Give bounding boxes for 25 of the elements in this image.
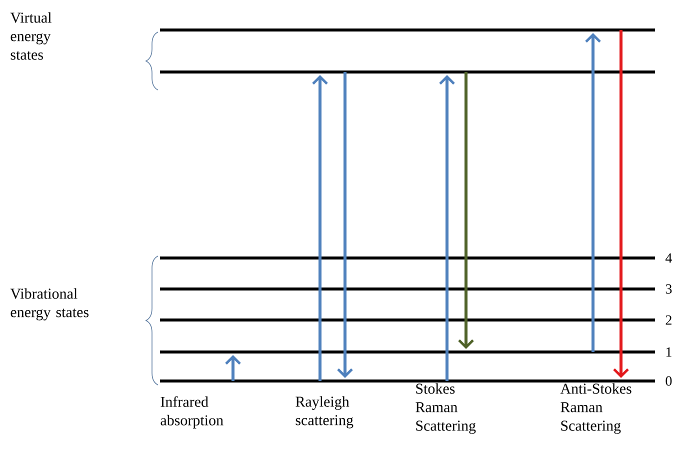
level-number: 4 (665, 253, 672, 263)
caption: Vibrational energy states (10, 288, 89, 320)
energy-level-line (160, 256, 656, 260)
energy-level-line (160, 28, 656, 32)
caption: Stokes Raman Scattering (416, 383, 476, 434)
arrow (439, 75, 455, 381)
caption: Virtual energy states (10, 12, 52, 60)
level-number: 2 (666, 315, 672, 325)
energy-level-line (160, 380, 656, 382)
caption: Rayleigh scattering (296, 396, 354, 428)
arrow (337, 72, 353, 378)
caption: Anti-Stokes Raman Scattering (560, 383, 632, 434)
arrow (458, 72, 474, 349)
arrow (312, 75, 328, 381)
energy-level-line (160, 350, 656, 354)
arrow (585, 33, 601, 352)
energy-level-line (160, 318, 656, 322)
arrow (225, 355, 241, 381)
energy-level-line (160, 288, 656, 290)
level-number: 3 (666, 284, 672, 294)
level-number: 1 (666, 347, 672, 357)
caption: Infrared absorption (160, 396, 224, 428)
arrow (613, 30, 629, 378)
energy-level-line (160, 70, 656, 74)
level-number: 0 (666, 376, 672, 386)
